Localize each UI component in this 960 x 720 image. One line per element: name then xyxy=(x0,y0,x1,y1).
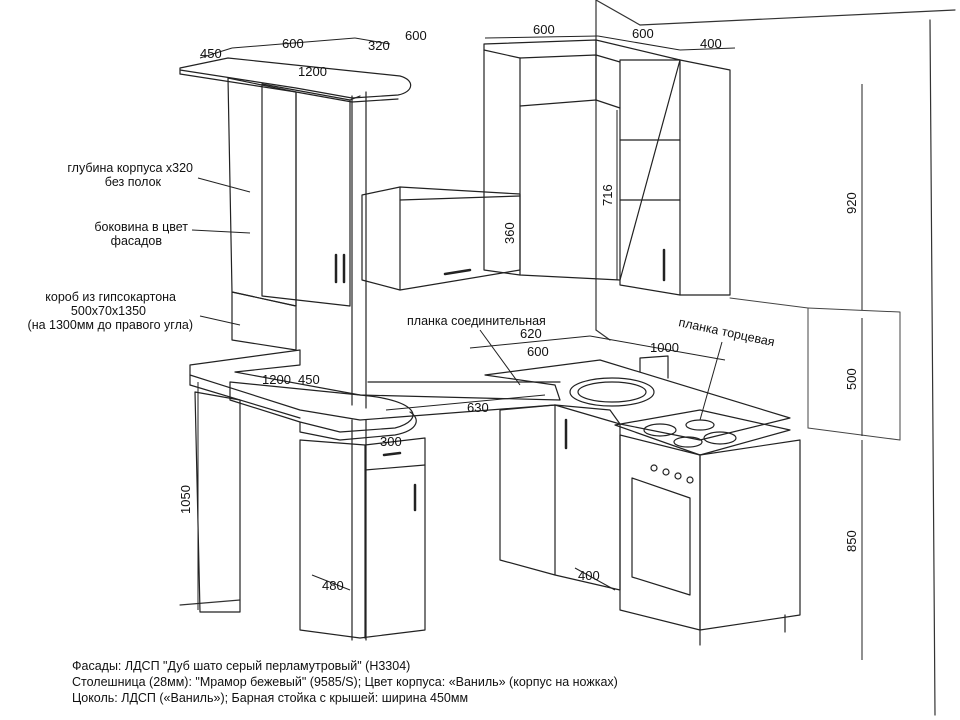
dim-upper-360: 360 xyxy=(502,222,517,244)
dim-counter-620: 620 xyxy=(520,326,542,341)
backsplash-panels xyxy=(729,297,901,441)
note-box-line3: (на 1300мм до правого угла) xyxy=(28,318,193,332)
dim-top-450: 450 xyxy=(200,46,222,61)
dim-bar-450: 450 xyxy=(298,372,320,387)
bar-post xyxy=(351,91,367,641)
dim-top-600-far: 600 xyxy=(632,26,654,41)
bar-top-upper xyxy=(179,57,412,103)
dimension-lines xyxy=(191,35,863,660)
dim-bar-1050: 1050 xyxy=(178,485,193,514)
materials-legend: Фасады: ЛДСП "Дуб шато серый перламутров… xyxy=(72,658,618,706)
dim-counter-630: 630 xyxy=(467,400,489,415)
note-box-line1: короб из гипсокартона xyxy=(45,290,176,304)
upper-cabinet-middle xyxy=(361,186,521,291)
bar-top-lower xyxy=(229,381,417,441)
note-plank-end: планка торцевая xyxy=(677,315,776,349)
room-walls xyxy=(179,0,956,716)
sink xyxy=(569,355,669,407)
base-cabinet-sink xyxy=(499,404,621,591)
dim-plinth-480: 480 xyxy=(322,578,344,593)
dim-corner-716: 716 xyxy=(600,184,615,206)
dim-bar-top-1200: 1200 xyxy=(298,64,327,79)
dim-bar-1200: 1200 xyxy=(262,372,291,387)
dim-wall-500: 500 xyxy=(844,368,859,390)
dim-top-320: 320 xyxy=(368,38,390,53)
gypsum-box xyxy=(231,291,297,351)
note-plank-connect: планка соединительная xyxy=(407,314,546,328)
note-depth-line2: без полок xyxy=(105,175,162,189)
base-cabinet-bar xyxy=(299,437,426,639)
upper-cabinet-left xyxy=(227,77,361,307)
dim-plinth-400: 400 xyxy=(578,568,600,583)
note-side-line2: фасадов xyxy=(111,234,163,248)
dimension-labels: 450 600 320 600 600 600 400 1200 360 716… xyxy=(178,22,859,593)
dim-top-600-right: 600 xyxy=(533,22,555,37)
countertop xyxy=(189,349,791,441)
dim-top-600-mid: 600 xyxy=(405,28,427,43)
legend-plinth: Цоколь: ЛДСП («Ваниль»); Барная стойка с… xyxy=(72,691,469,705)
dim-drawer-300: 300 xyxy=(380,434,402,449)
note-depth-line1: глубина корпуса х320 xyxy=(67,161,193,175)
upper-cabinet-right xyxy=(619,59,731,296)
dim-counter-600: 600 xyxy=(527,344,549,359)
note-side-line1: боковина в цвет xyxy=(94,220,188,234)
stove xyxy=(614,409,801,646)
legend-facades: Фасады: ЛДСП "Дуб шато серый перламутров… xyxy=(72,659,411,673)
dim-top-400: 400 xyxy=(700,36,722,51)
note-box-line2: 500х70х1350 xyxy=(71,304,146,318)
dim-base-850: 850 xyxy=(844,530,859,552)
bar-side-panel xyxy=(194,391,241,613)
dim-counter-1000: 1000 xyxy=(650,340,679,355)
dim-top-600-left: 600 xyxy=(282,36,304,51)
legend-countertop: Столешница (28мм): "Мрамор бежевый" (958… xyxy=(72,675,618,689)
dim-wall-920: 920 xyxy=(844,192,859,214)
upper-cabinet-corner xyxy=(483,39,681,281)
